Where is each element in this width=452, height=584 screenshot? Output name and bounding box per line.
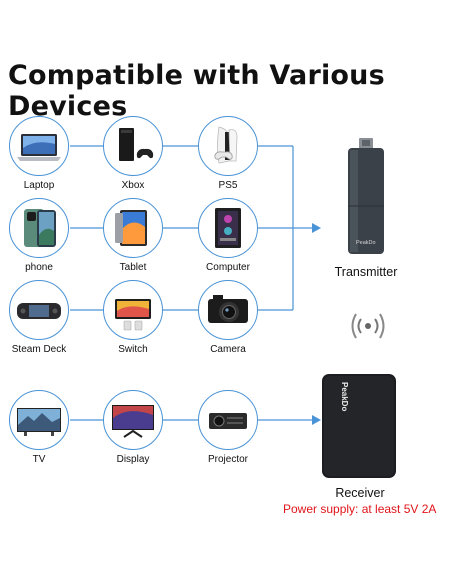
- display-icon: [112, 405, 154, 438]
- device-label: Computer: [206, 262, 250, 273]
- page-title: Compatible with Various Devices: [8, 60, 385, 122]
- device-label: Camera: [210, 344, 246, 355]
- device-tv: TV: [8, 390, 70, 465]
- device-label: PS5: [218, 180, 238, 191]
- device-ps5: PS5: [197, 116, 259, 191]
- ps5-icon: [214, 126, 238, 164]
- transmitter-label: Transmitter: [334, 265, 398, 279]
- device-switch: Switch: [102, 280, 164, 355]
- phone-icon: [24, 209, 56, 247]
- device-tablet: Tablet: [102, 198, 164, 273]
- device-label: Display: [116, 454, 150, 465]
- xbox-icon: [119, 128, 154, 161]
- device-label: Steam Deck: [11, 344, 67, 355]
- transmitter-brand: PeakDo: [356, 240, 376, 246]
- device-label: TV: [32, 454, 46, 465]
- device-phone: phone: [8, 198, 70, 273]
- device-steam-deck: Steam Deck: [8, 280, 70, 355]
- device-display: Display: [102, 390, 164, 465]
- steam-deck-icon: [17, 303, 61, 319]
- device-laptop: Laptop: [8, 116, 70, 191]
- transmitter-dongle: PeakDo: [348, 138, 384, 254]
- tv-icon: [17, 408, 61, 436]
- receiver-label: Receiver: [335, 486, 385, 500]
- laptop-icon: [17, 134, 61, 161]
- device-computer: Computer: [197, 198, 259, 273]
- device-label: Projector: [207, 454, 248, 465]
- tablet-icon: [115, 210, 147, 246]
- device-label: Tablet: [119, 262, 147, 273]
- projector-icon: [209, 413, 247, 429]
- wireless-signal-icon: [351, 313, 385, 339]
- device-xbox: Xbox: [102, 116, 164, 191]
- computer-icon: [215, 208, 241, 248]
- switch-icon: [115, 299, 151, 331]
- device-label: Laptop: [23, 180, 55, 191]
- device-camera: Camera: [197, 280, 259, 355]
- receiver-brand: PeakDo: [340, 382, 349, 411]
- camera-icon: [208, 295, 248, 323]
- power-supply-note: Power supply: at least 5V 2A: [283, 502, 437, 516]
- device-projector: Projector: [197, 390, 259, 465]
- device-label: phone: [25, 262, 53, 273]
- device-label: Switch: [118, 344, 148, 355]
- device-label: Xbox: [121, 180, 145, 191]
- receiver-box: PeakDo: [322, 374, 396, 478]
